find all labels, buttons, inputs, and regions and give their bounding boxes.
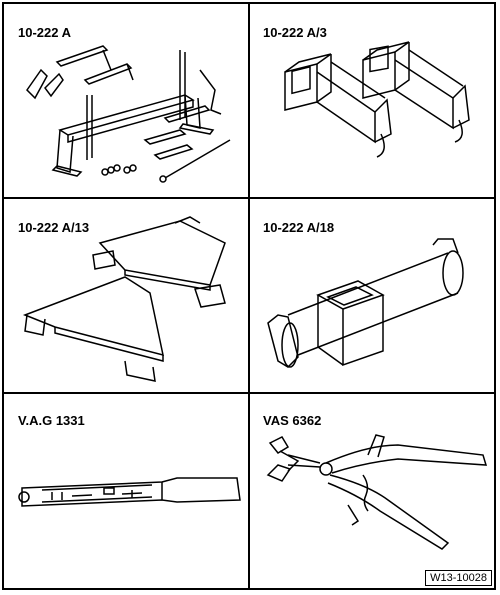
panel-label-10-222-a3: 10-222 A/3 bbox=[263, 25, 327, 40]
adapter-arm-icon bbox=[267, 238, 464, 368]
hose-clip-pliers-icon bbox=[266, 434, 488, 550]
figure-reference-number: W13-10028 bbox=[425, 570, 492, 586]
panel-label-vag-1331: V.A.G 1331 bbox=[18, 413, 85, 428]
divider-horizontal-1 bbox=[2, 197, 496, 199]
panel-label-10-222-a: 10-222 A bbox=[18, 25, 71, 40]
support-plates-icon bbox=[22, 216, 226, 382]
panel-label-10-222-a13: 10-222 A/13 bbox=[18, 220, 90, 235]
engine-support-bridge-kit-icon bbox=[26, 45, 231, 183]
divider-vertical bbox=[248, 2, 250, 590]
panel-label-vas-6362: VAS 6362 bbox=[263, 413, 322, 428]
divider-horizontal-2 bbox=[2, 392, 496, 394]
torque-wrench-icon bbox=[18, 477, 241, 507]
panel-label-10-222-a18: 10-222 A/18 bbox=[263, 220, 335, 235]
adapter-pair-icon bbox=[284, 41, 470, 158]
